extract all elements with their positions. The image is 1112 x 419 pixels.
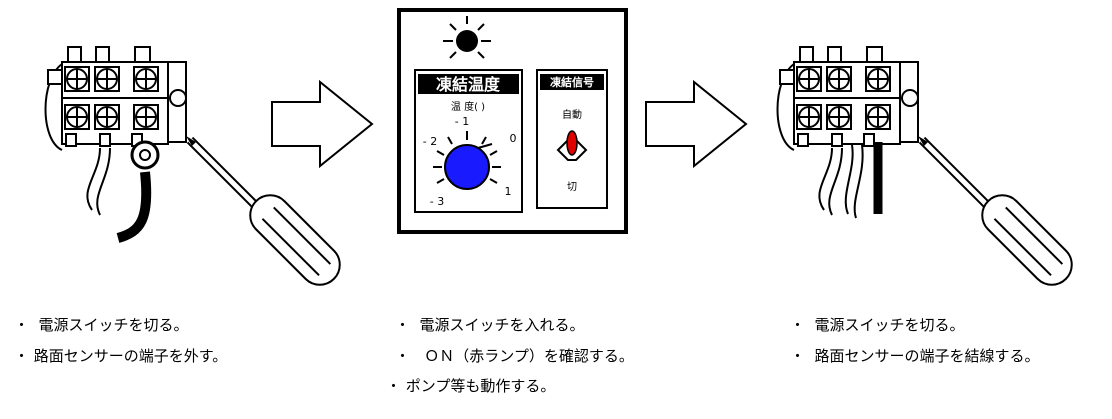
step3-line2: ・ 路面センサーの端子を結線する。	[790, 347, 1040, 365]
auto-label: 自動	[562, 108, 582, 121]
temp-sub-label: 温 度( )	[451, 100, 485, 113]
freeze-signal-label: 凍結信号	[550, 75, 594, 89]
step2-line2: ・ ＯＮ（赤ランプ）を確認する。	[395, 347, 634, 365]
arrow-right-2	[645, 81, 747, 167]
temperature-dial[interactable]	[433, 131, 501, 190]
indicator-lamp-icon	[443, 16, 491, 59]
screwdriver-right	[918, 136, 1080, 293]
terminal-block-connected	[778, 47, 919, 219]
toggle-switch[interactable]	[556, 130, 588, 161]
freeze-temp-label: 凍結温度	[436, 75, 501, 94]
step2-line3: ・ ポンプ等も動作する。	[386, 377, 556, 395]
step1-line2: ・ 路面センサーの端子を外す。	[14, 347, 228, 365]
off-label: 切	[567, 181, 577, 193]
wiring-diagram: 凍結温度 温 度( ) - 1 - 2 0 1 - 3 凍結信	[0, 8, 1112, 300]
dial-mark: - 2	[423, 135, 437, 148]
terminal-block-disconnected	[46, 47, 187, 243]
dial-mark: - 1	[455, 115, 469, 128]
step3-line1: ・ 電源スイッチを切る。	[790, 316, 965, 334]
dial-mark: 1	[505, 185, 512, 198]
arrow-right-1	[271, 81, 373, 167]
step2-line1: ・ 電源スイッチを入れる。	[395, 316, 585, 334]
dial-mark: - 3	[430, 195, 444, 208]
control-panel: 凍結温度 温 度( ) - 1 - 2 0 1 - 3 凍結信	[397, 8, 628, 234]
step1-line1: ・ 電源スイッチを切る。	[14, 316, 189, 334]
dial-mark: 0	[510, 132, 517, 145]
